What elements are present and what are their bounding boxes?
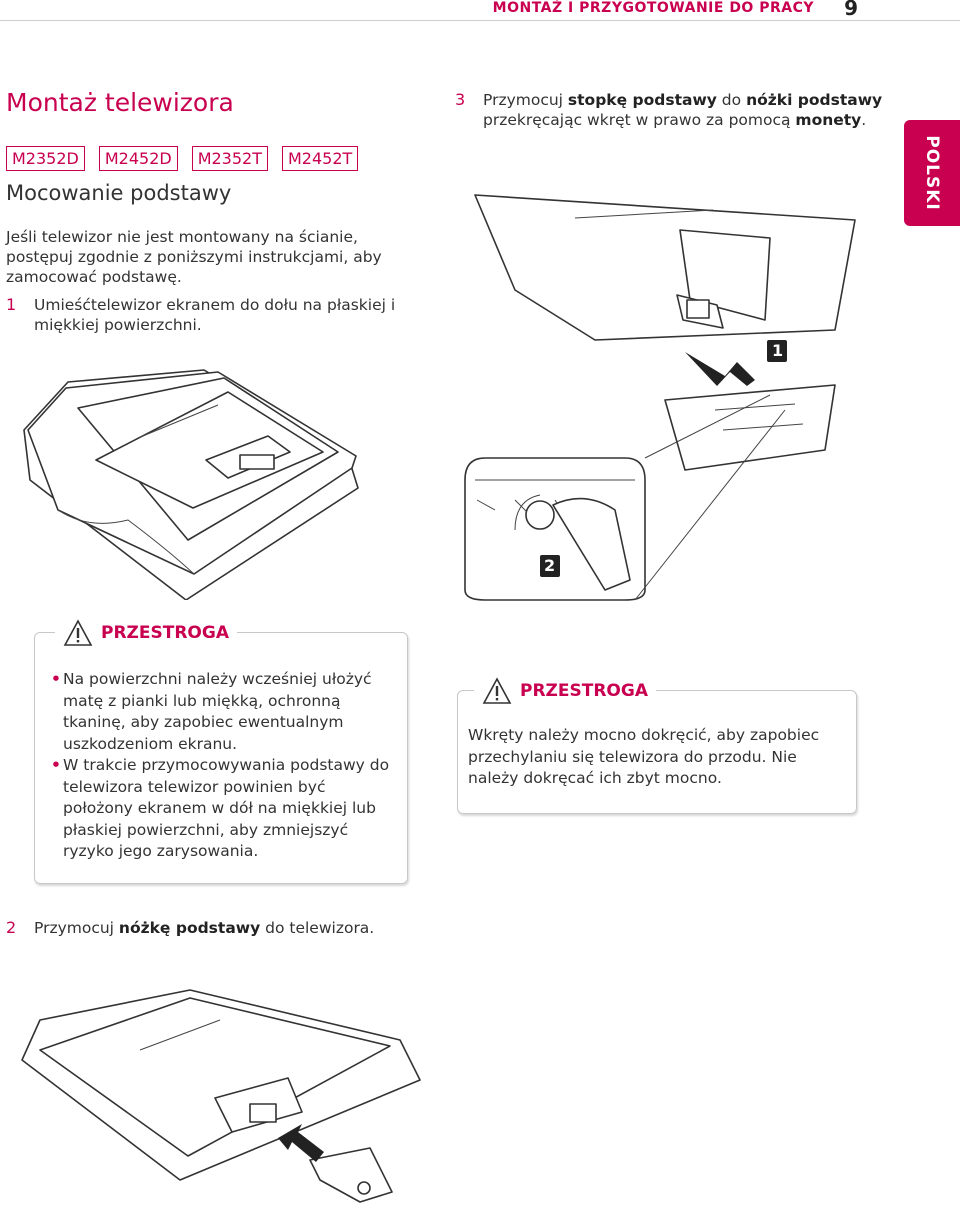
step-number: 3: [455, 90, 466, 109]
model-badge: M2352D: [6, 146, 85, 171]
step-3: 3 Przymocuj stopkę podstawy do nóżki pod…: [455, 90, 895, 130]
caution-label: PRZESTROGA: [520, 681, 648, 701]
section-subtitle: Mocowanie podstawy: [6, 181, 232, 205]
caution-header: PRZESTROGA: [474, 674, 656, 708]
caution-item: Na powierzchni należy wcześniej ułożyć m…: [51, 669, 391, 755]
stand-foot-illustration: 1 2: [464, 194, 856, 601]
step-number: 2: [6, 918, 17, 937]
callout-2: 2: [544, 556, 555, 575]
header-divider: [0, 20, 960, 21]
caution-item: W trakcie przymocowywania podstawy do te…: [51, 755, 391, 863]
caution-label: PRZESTROGA: [101, 623, 229, 643]
stand-neck-illustration: [21, 989, 421, 1203]
step-text: Przymocuj stopkę podstawy do nóżki podst…: [483, 91, 883, 129]
caution-text: Wkręty należy mocno dokręcić, aby zapobi…: [468, 726, 820, 787]
caution-header: PRZESTROGA: [55, 616, 237, 650]
step-number: 1: [6, 295, 17, 314]
page-number: 9: [844, 0, 858, 20]
language-tab-label: POLSKI: [922, 135, 942, 211]
step-text: Przymocuj nóżkę podstawy do telewizora.: [34, 919, 375, 937]
caution-list: Na powierzchni należy wcześniej ułożyć m…: [51, 669, 391, 863]
tv-on-cloth-illustration: [23, 369, 359, 600]
step-2: 2 Przymocuj nóżkę podstawy do telewizora…: [6, 918, 506, 938]
intro-text: Jeśli telewizor nie jest montowany na śc…: [6, 228, 382, 286]
step-text: Umieśćtelewizor ekranem do dołu na płask…: [34, 296, 396, 334]
caution-box-right: PRZESTROGA Wkręty należy mocno dokręcić,…: [457, 674, 857, 814]
page-title: Montaż telewizora: [6, 88, 234, 117]
language-tab[interactable]: POLSKI: [904, 120, 960, 226]
model-badge: M2452T: [281, 146, 359, 171]
model-badge: M2352T: [191, 146, 268, 171]
model-badge: M2452D: [98, 146, 178, 171]
caution-box-left: PRZESTROGA Na powierzchni należy wcześni…: [34, 616, 408, 884]
model-list: M2352D M2452D M2352T M2452T: [6, 146, 359, 171]
step-1: 1 Umieśćtelewizor ekranem do dołu na pła…: [6, 295, 416, 335]
section-title: MONTAŻ I PRZYGOTOWANIE DO PRACY: [492, 0, 814, 16]
callout-1: 1: [772, 341, 783, 360]
warning-triangle-icon: [482, 677, 512, 704]
warning-triangle-icon: [63, 619, 93, 646]
